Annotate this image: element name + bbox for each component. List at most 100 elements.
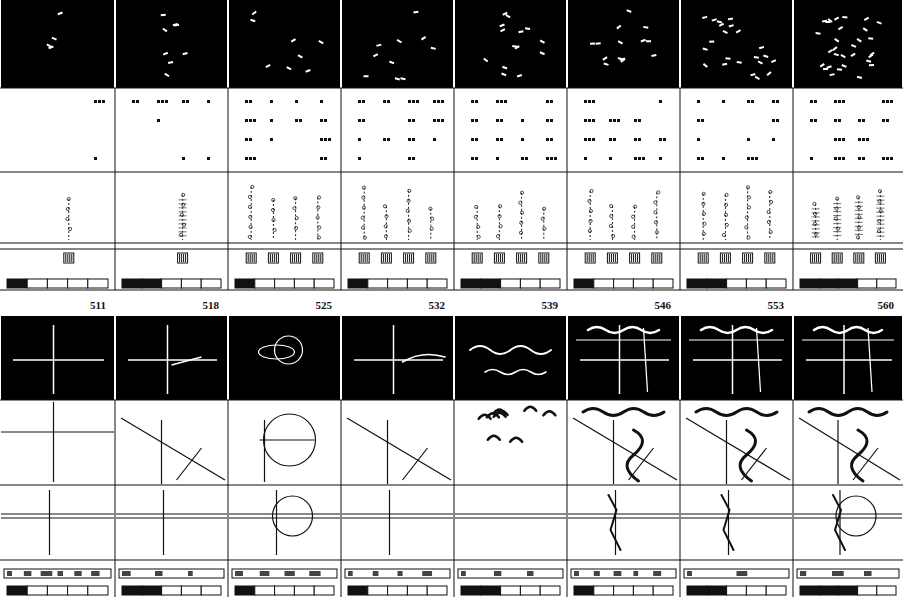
white-dash [616,25,621,30]
dashed-stem [747,187,748,240]
small-block [765,253,775,263]
stem-node [747,236,750,239]
note-dot [437,119,440,122]
strip-mark [574,571,579,576]
note-dot [550,138,553,141]
block-hatch [859,254,860,262]
note-dot [521,138,524,141]
note-dot [94,100,97,103]
strip-mark [74,571,81,576]
panel-line [260,439,315,440]
white-dash [174,24,179,27]
black-band [794,316,902,400]
note-dot [838,157,841,160]
block-hatch [316,254,317,262]
strip-mark [155,571,163,576]
strip-mark [348,571,353,576]
stem-node [657,191,660,194]
small-block [517,253,527,263]
white-stroke [802,339,894,340]
white-dash [722,63,727,66]
panel-line [728,490,729,555]
stem-node [408,229,411,232]
white-dash [857,76,862,79]
block-hatch [637,254,638,262]
block-hatch [609,254,610,262]
block-hatch [613,254,614,262]
stem-node [767,210,770,213]
note-dot [441,100,444,103]
rule-line [0,171,903,172]
panel-line [1,514,114,515]
white-dash [363,75,368,77]
stem-node [248,235,251,238]
panel-line [229,518,340,519]
note-dot [546,119,549,122]
black-band [455,0,566,88]
note-dot [433,138,436,141]
cell-strip [653,279,673,288]
white-dash [298,54,303,58]
white-cross [693,359,782,361]
white-dash [168,61,173,64]
black-band [116,316,227,400]
note-dot [882,119,885,122]
block-hatch [838,254,839,262]
note-dot [387,138,390,141]
note-dot [886,100,889,103]
panel-line [455,514,566,515]
panel-line [121,418,225,480]
block-hatch [589,254,590,262]
stem-node [589,209,592,212]
black-band [794,0,902,88]
block-hatch [405,254,406,262]
stem-hatch [833,231,841,232]
cell-strip [819,279,838,288]
cell-strip [7,279,27,288]
block-hatch [365,254,366,262]
white-dash [842,16,847,19]
strip-mark [527,571,533,576]
white-dash [252,11,257,16]
block-hatch [702,254,703,262]
panel-line [686,418,790,480]
stem-hatch [855,230,863,231]
white-dash [851,44,856,48]
cell-strip [68,279,88,288]
stem-node [431,217,434,220]
note-dot [638,157,641,160]
note-dot [634,157,637,160]
note-dot [416,100,419,103]
text-strip [458,569,563,578]
stem-node [293,207,296,210]
panel-line [387,420,388,484]
stem-hatch [876,212,884,213]
block-hatch [881,254,882,262]
stem-node [655,231,658,234]
white-dash [618,40,623,44]
block-hatch [814,254,815,262]
dashed-stem [543,209,544,240]
gesture-curve [485,370,546,375]
white-dash [758,61,763,65]
note-dot [609,157,612,160]
white-dash [737,61,742,64]
stem-hatch [812,228,820,229]
stem-node [654,221,657,224]
strip-mark [864,571,872,576]
block-hatch [877,254,878,262]
note-dot [858,119,861,122]
note-dot [642,157,645,160]
strip-mark [737,571,748,576]
cell-strip [461,586,481,595]
note-dot [496,119,499,122]
gesture-curve [609,495,621,550]
strip-mark [687,571,692,576]
stem-node [383,205,386,208]
white-dash [483,58,488,63]
stem-node [67,197,70,200]
rule-line [0,242,903,243]
block-hatch [298,254,299,262]
note-dot [701,119,704,122]
block-hatch [611,254,612,262]
